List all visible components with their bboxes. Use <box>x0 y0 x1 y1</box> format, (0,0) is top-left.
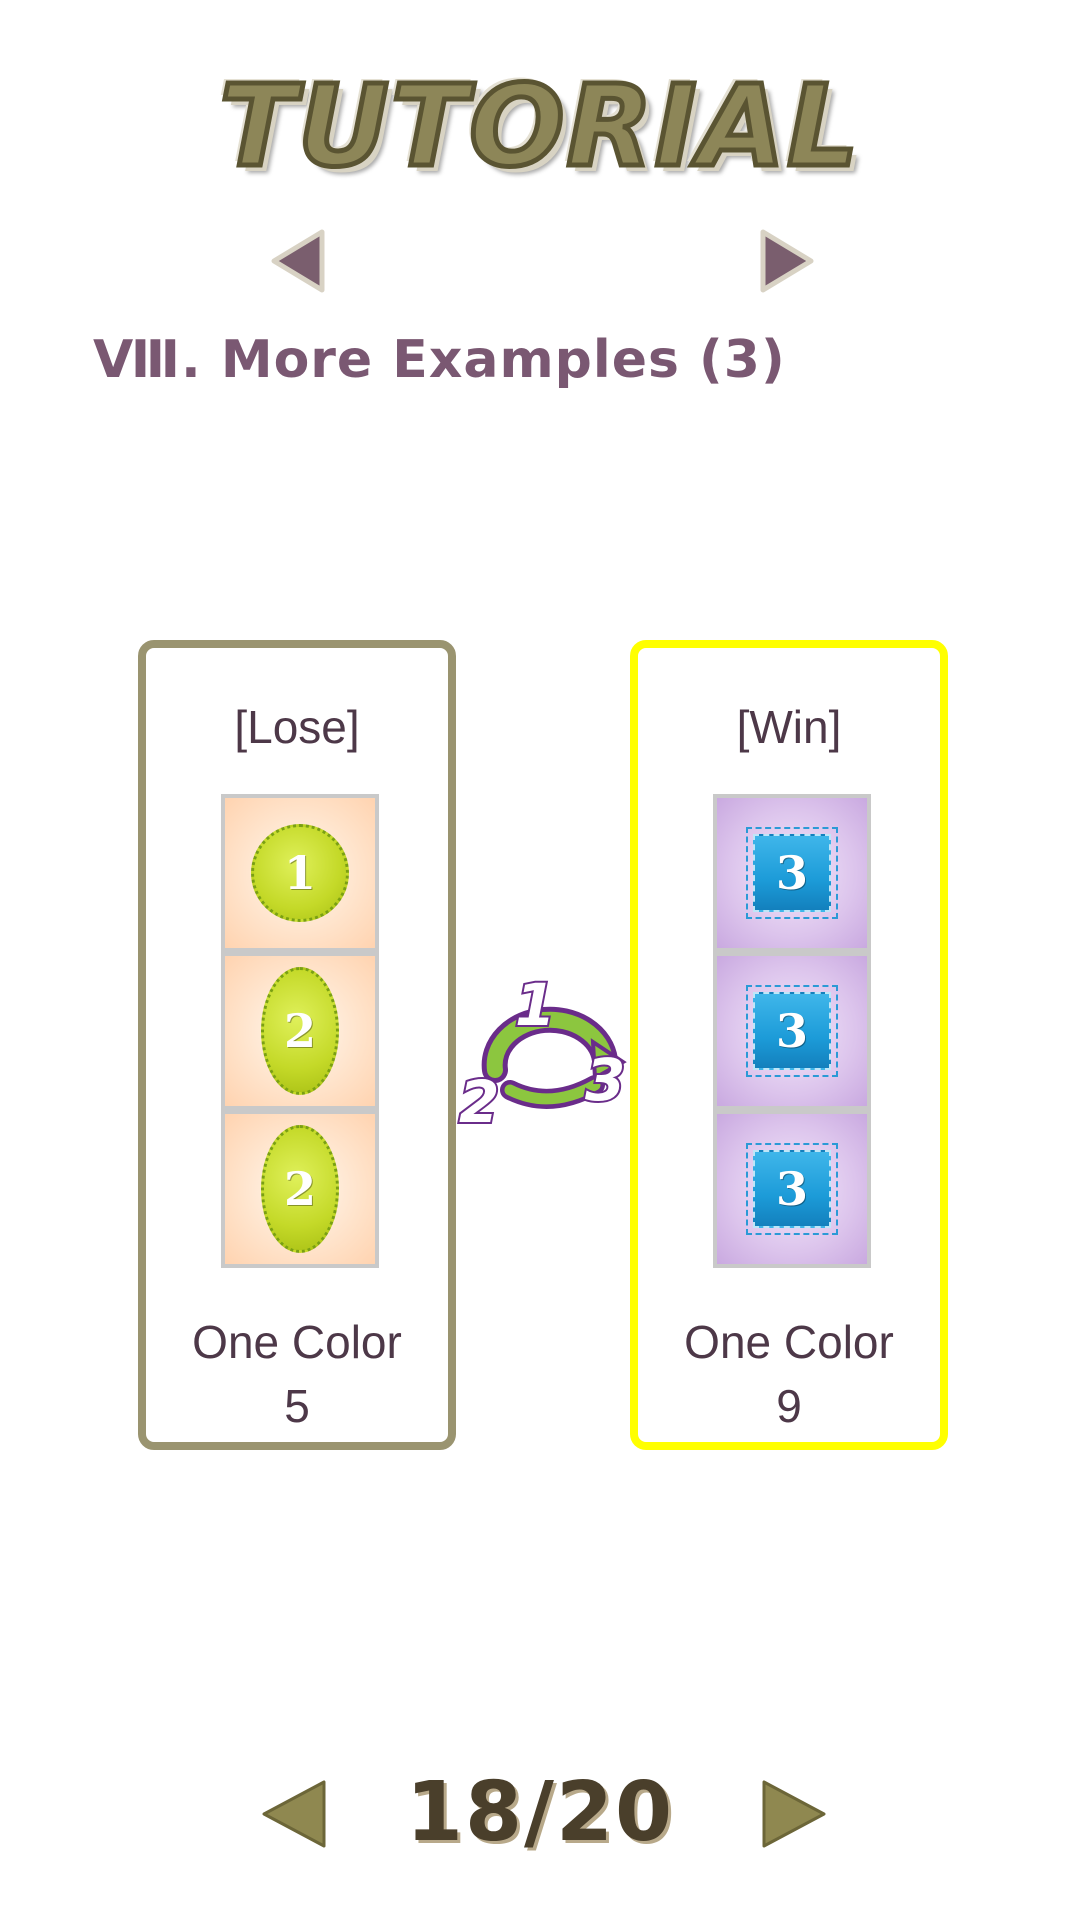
blue-square-badge: 3 <box>746 985 838 1077</box>
badge-number: 2 <box>283 1162 316 1216</box>
win-caption: One Color 9 <box>638 1310 940 1438</box>
cycle-digit-1: 1 <box>515 971 555 1039</box>
badge-number: 3 <box>775 846 808 900</box>
tile: 2 <box>221 952 379 1110</box>
green-circle-badge: 1 <box>251 824 349 922</box>
green-oval-badge: 2 <box>261 1125 339 1253</box>
cycle-digit-2: 2 <box>459 1068 499 1136</box>
green-oval-badge: 2 <box>261 967 339 1095</box>
tile: 2 <box>221 1110 379 1268</box>
lose-tile-column: 1 2 2 <box>221 794 379 1268</box>
blue-square-badge: 3 <box>746 1143 838 1235</box>
lose-caption: One Color 5 <box>146 1310 448 1438</box>
blue-square-badge: 3 <box>746 827 838 919</box>
tile: 1 <box>221 794 379 952</box>
tutorial-title: TUTORIAL <box>217 60 861 195</box>
tile: 3 <box>713 952 871 1110</box>
cycle-digit-3: 3 <box>585 1046 625 1114</box>
prev-page-button[interactable] <box>260 1778 328 1850</box>
triangle-right-icon <box>762 1780 826 1848</box>
lose-caption-line2: 5 <box>284 1380 310 1432</box>
badge-number: 2 <box>283 1004 316 1058</box>
next-arrow-button[interactable] <box>757 228 815 294</box>
tile: 3 <box>713 1110 871 1268</box>
tile: 3 <box>713 794 871 952</box>
win-panel: [Win] 3 3 3 One Color 9 <box>630 640 948 1450</box>
prev-arrow-button[interactable] <box>270 228 328 294</box>
page-counter: 18/20 <box>405 1765 675 1860</box>
badge-number: 3 <box>775 1004 808 1058</box>
lose-caption-line1: One Color <box>192 1316 402 1368</box>
lose-panel: [Lose] 1 2 2 One Color 5 <box>138 640 456 1450</box>
triangle-right-icon <box>760 229 814 293</box>
section-title: Ⅷ. More Examples (3) <box>93 330 786 390</box>
win-caption-line2: 9 <box>776 1380 802 1432</box>
win-tile-column: 3 3 3 <box>713 794 871 1268</box>
next-page-button[interactable] <box>760 1778 828 1850</box>
triangle-left-icon <box>271 229 325 293</box>
lose-label: [Lose] <box>234 701 360 753</box>
badge-number: 1 <box>283 846 316 900</box>
win-label: [Win] <box>736 701 842 753</box>
win-caption-line1: One Color <box>684 1316 894 1368</box>
triangle-left-icon <box>262 1780 326 1848</box>
cycle-arrows-icon: 1 2 3 <box>455 950 645 1140</box>
badge-number: 3 <box>775 1162 808 1216</box>
